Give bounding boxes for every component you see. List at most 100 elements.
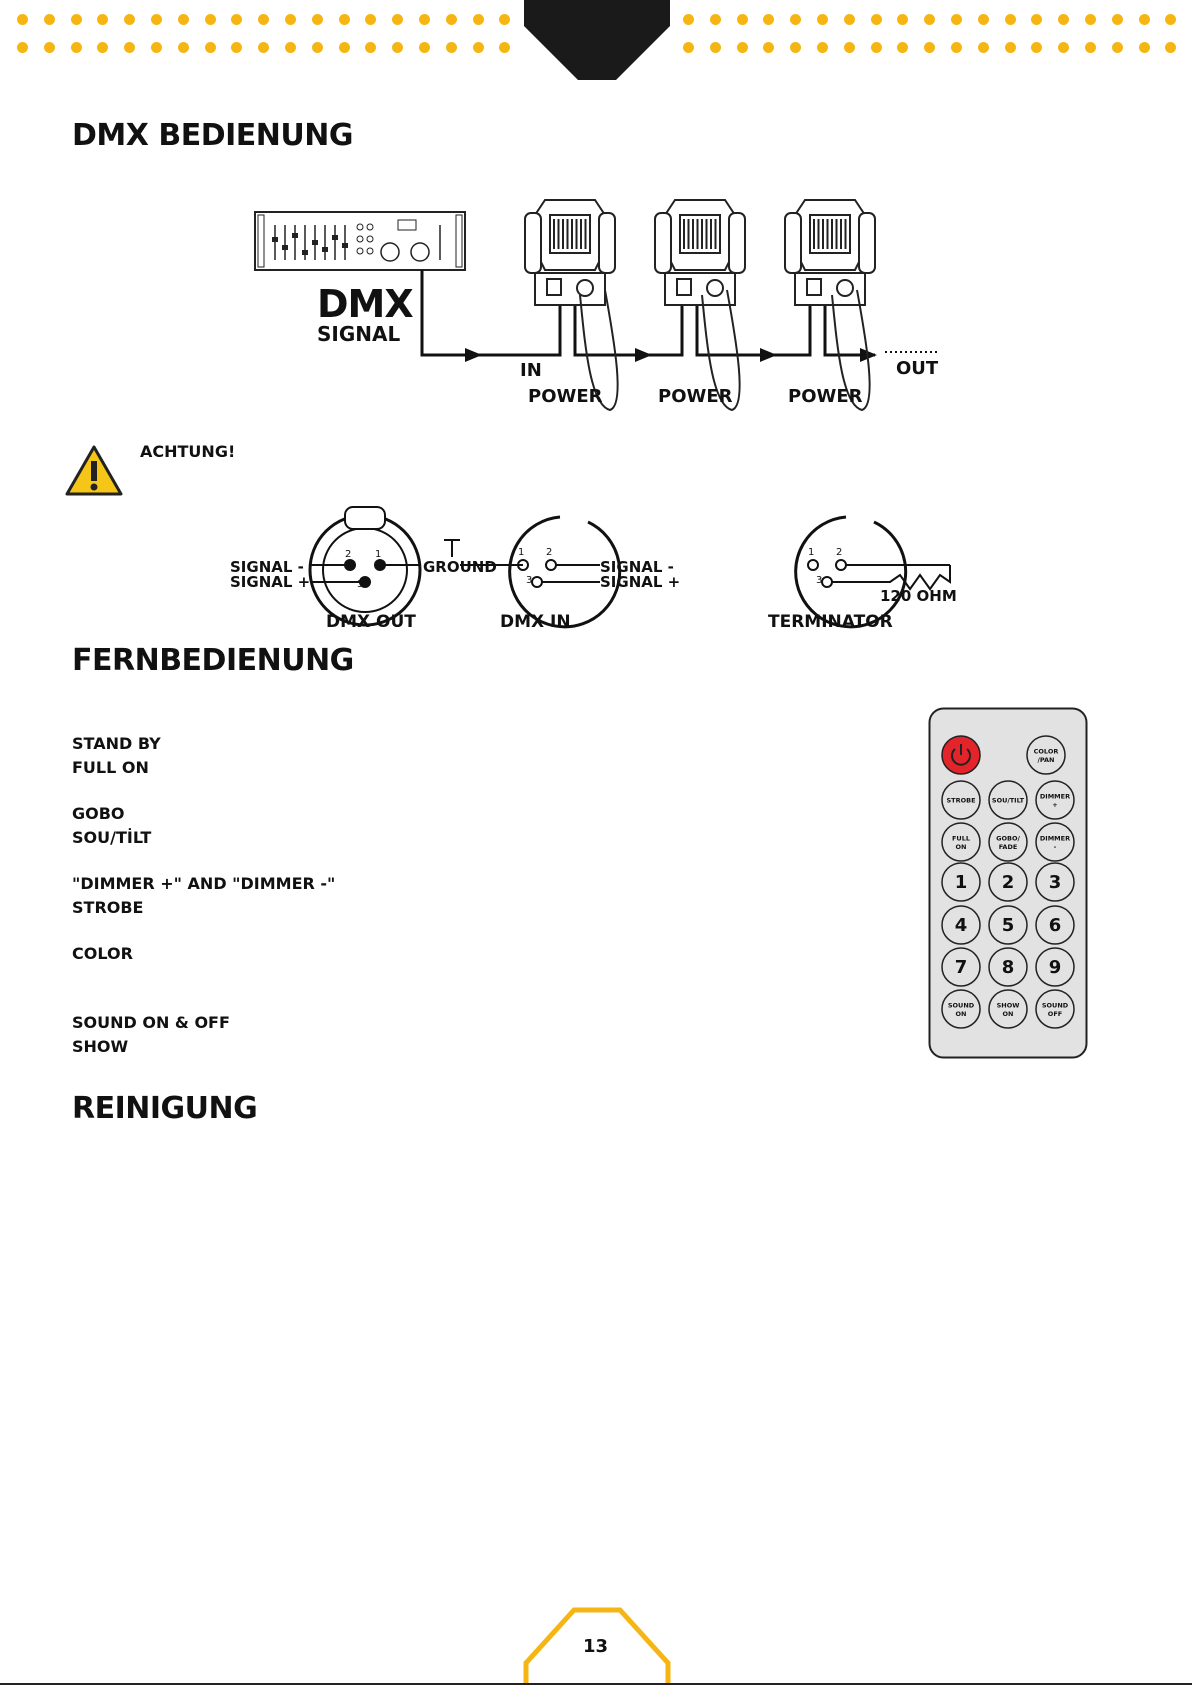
header-dot bbox=[897, 14, 909, 25]
header-dot bbox=[1165, 14, 1177, 25]
remote-button-label: 6 bbox=[1049, 915, 1062, 936]
remote-button-label: FULL bbox=[952, 835, 970, 843]
remote-button-label: 7 bbox=[955, 957, 968, 978]
remote-button-dimmer-plus bbox=[1035, 780, 1075, 820]
header-dot bbox=[1085, 14, 1096, 25]
moving-head-icon bbox=[524, 199, 616, 306]
header-dot bbox=[231, 14, 243, 25]
remote-button-n5 bbox=[988, 905, 1028, 945]
header-dot bbox=[43, 14, 55, 25]
power-icon bbox=[951, 748, 971, 766]
remote-button-label: ON bbox=[956, 843, 967, 851]
section-title-cleaning: REINIGUNG bbox=[72, 1091, 258, 1126]
power-label-1: POWER bbox=[528, 386, 603, 407]
moving-head-icon bbox=[654, 199, 746, 306]
header-dot bbox=[1004, 14, 1016, 25]
section-title-dmx: DMX BEDIENUNG bbox=[72, 118, 353, 153]
ground-label: GROUND bbox=[423, 558, 497, 576]
header-dot bbox=[151, 42, 162, 53]
signal-plus-left: SIGNAL + bbox=[230, 573, 311, 591]
header-dot bbox=[1111, 42, 1123, 53]
remote-button-n4 bbox=[941, 905, 981, 945]
remote-button-label: GOBO/ bbox=[996, 835, 1020, 843]
signal-minus-right: SIGNAL - bbox=[600, 558, 674, 576]
remote-button-show-on bbox=[988, 989, 1028, 1029]
function-full-on: FULL ON bbox=[72, 758, 149, 777]
header-dot bbox=[177, 14, 189, 25]
moving-head-icon bbox=[784, 199, 876, 306]
header-dot bbox=[843, 14, 855, 25]
remote-button-n6 bbox=[1035, 905, 1075, 945]
remote-button-label: SOUND bbox=[1042, 1002, 1069, 1010]
header-dot bbox=[151, 14, 162, 25]
xlr-pinout-diagram: 2 1 3 1 2 3 1 2 3 bbox=[308, 506, 951, 629]
header-dot bbox=[763, 42, 775, 53]
remote-button-label: + bbox=[1052, 801, 1057, 809]
header-dot bbox=[311, 42, 323, 53]
header-dot bbox=[977, 14, 989, 25]
section-title-remote: FERNBEDIENUNG bbox=[72, 643, 354, 678]
header-dot bbox=[1058, 14, 1070, 25]
header-dot bbox=[709, 14, 721, 25]
header-dot bbox=[897, 42, 909, 53]
warning-label: ACHTUNG! bbox=[140, 442, 236, 461]
header-dot bbox=[311, 14, 323, 25]
header-dot bbox=[177, 42, 189, 53]
header-dot bbox=[790, 14, 802, 25]
signal-label: SIGNAL bbox=[317, 322, 401, 346]
remote-button-label: ON bbox=[1003, 1010, 1014, 1018]
function-gobo: GOBO bbox=[72, 804, 125, 823]
terminator-label: TERMINATOR bbox=[768, 612, 893, 632]
header-dot bbox=[817, 14, 828, 25]
remote-button-n8 bbox=[988, 947, 1028, 987]
remote-button-label: FADE bbox=[999, 843, 1018, 851]
remote-button-dimmer-minus bbox=[1035, 822, 1075, 862]
in-pin1-label: 1 bbox=[518, 547, 524, 558]
header-dot bbox=[843, 42, 855, 53]
header-dot bbox=[365, 42, 377, 53]
remote-button-label: SOUND bbox=[948, 1002, 975, 1010]
term-pin2-label: 2 bbox=[836, 547, 842, 558]
header-dot bbox=[499, 14, 511, 25]
remote-button-label: 9 bbox=[1049, 957, 1062, 978]
signal-plus-right: SIGNAL + bbox=[600, 573, 681, 591]
page-number: 13 bbox=[583, 1636, 609, 1657]
header-dot bbox=[499, 42, 511, 53]
header-dot bbox=[258, 14, 270, 25]
out-pin2-label: 2 bbox=[345, 549, 351, 560]
header-dot bbox=[204, 14, 216, 25]
function-sou-tilt: SOU/TİLT bbox=[72, 828, 152, 847]
header-dot bbox=[17, 14, 28, 25]
remote-button-label: 8 bbox=[1002, 957, 1015, 978]
out-pin3-label: 3 bbox=[357, 579, 363, 590]
remote-button-label: 3 bbox=[1049, 872, 1062, 893]
header-dot bbox=[1085, 42, 1096, 53]
dmx-big-label: DMX bbox=[317, 282, 414, 326]
header-dot bbox=[790, 42, 802, 53]
remote-button-sound-on bbox=[941, 989, 981, 1029]
remote-button-label: ON bbox=[956, 1010, 967, 1018]
header-dot bbox=[258, 42, 270, 53]
remote-button-label: DIMMER bbox=[1040, 835, 1070, 843]
header-dot bbox=[419, 14, 430, 25]
header-dot bbox=[17, 42, 28, 53]
remote-button-label: 1 bbox=[955, 872, 968, 893]
remote-button-n1 bbox=[941, 862, 981, 902]
header-dot bbox=[951, 42, 962, 53]
remote-button-n9 bbox=[1035, 947, 1075, 987]
header-dot bbox=[1138, 42, 1150, 53]
header-dot bbox=[763, 14, 775, 25]
header-dot bbox=[1165, 42, 1177, 53]
remote-button-strobe bbox=[941, 780, 981, 820]
dmx-in-label: DMX IN bbox=[500, 612, 571, 632]
remote-button-label: - bbox=[1054, 843, 1057, 851]
header-dot bbox=[1031, 14, 1043, 25]
dmx-chain-diagram bbox=[254, 199, 940, 412]
remote-button-label: DIMMER bbox=[1040, 793, 1070, 801]
header-dot bbox=[97, 14, 109, 25]
header-dot bbox=[870, 42, 882, 53]
in-label: IN bbox=[520, 360, 542, 381]
header-tab-shape bbox=[524, 0, 670, 80]
header-dot bbox=[43, 42, 55, 53]
header-dot bbox=[1058, 42, 1070, 53]
